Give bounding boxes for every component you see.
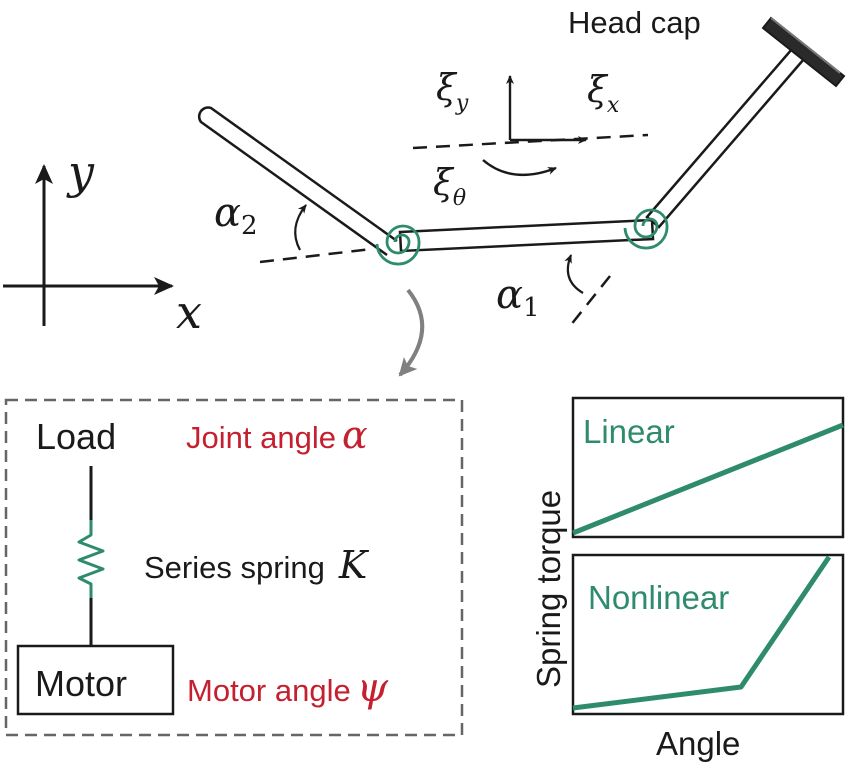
alpha2-reference-line [259, 247, 373, 264]
right-joint-spring [623, 208, 669, 250]
sea-dashed-border [4, 398, 464, 737]
world-axes: y x [3, 145, 202, 339]
world-x-label: x [176, 285, 202, 339]
right-link [645, 47, 806, 229]
head-cap-label: Head cap [568, 5, 701, 40]
motor-block [16, 644, 175, 716]
robot-arm: Head cap ξy ξx ξθ α2 α1 [197, 5, 846, 327]
alpha1-label: α1 [496, 272, 540, 323]
alpha1-arc-arrow [564, 254, 584, 294]
linear-curve [572, 422, 844, 536]
nonlinear-plot: Nonlinear [571, 553, 845, 716]
linear-plot: Linear [571, 396, 845, 539]
alpha1-reference-line [569, 275, 611, 327]
xi-y-label: ξy [436, 68, 469, 116]
linear-label: Linear [583, 413, 675, 450]
nonlinear-label: Nonlinear [588, 579, 729, 616]
left-link [197, 106, 398, 257]
body-frame-dashed-line [412, 133, 649, 150]
alpha2-arc-arrow [294, 204, 307, 251]
middle-link [398, 218, 655, 253]
spring-torque-plots: Spring torque Linear Nonlinear Angle [530, 396, 845, 762]
callout-arrow [398, 288, 425, 377]
xi-x-label: ξx [587, 70, 620, 118]
nonlinear-curve [572, 555, 832, 711]
motor-label: Motor [35, 663, 127, 704]
xi-theta-arc-arrow [482, 159, 557, 177]
alpha2-label: α2 [214, 190, 258, 241]
head-cap [761, 16, 846, 88]
angle-axis-label: Angle [656, 725, 740, 762]
world-y-label: y [66, 145, 95, 199]
series-spring-icon [77, 520, 105, 598]
spring-torque-axis-label: Spring torque [530, 490, 567, 688]
nonlinear-plot-frame [571, 553, 845, 716]
xi-theta-label: ξθ [433, 163, 466, 211]
load-label: Load [36, 416, 116, 457]
left-joint-spring [375, 224, 421, 266]
